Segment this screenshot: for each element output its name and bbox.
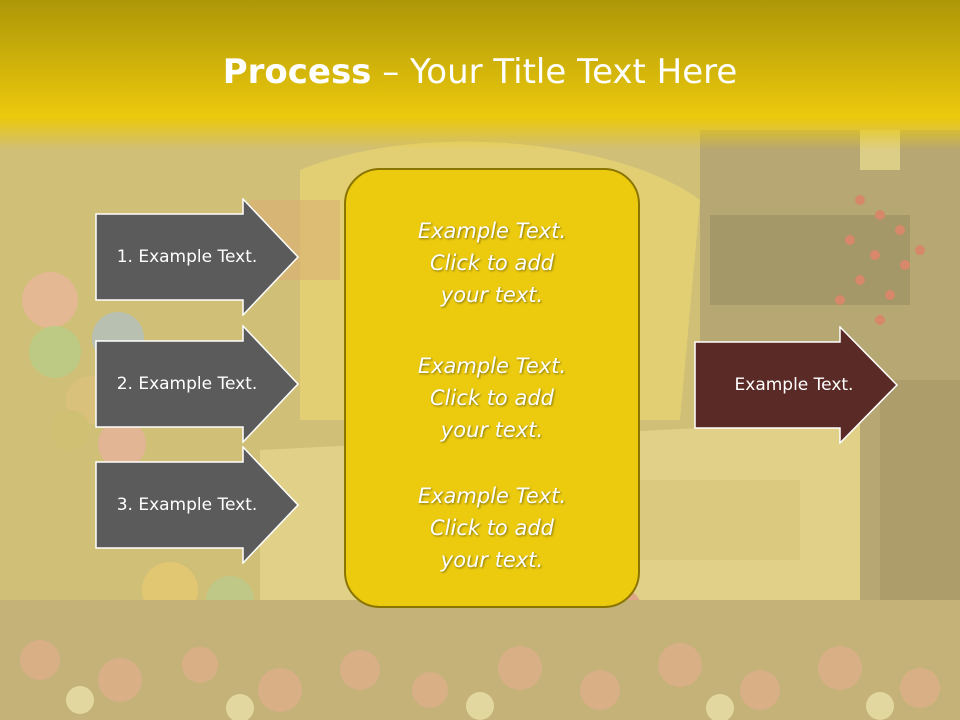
right-arrow-shape-icon — [694, 325, 899, 445]
step-arrow-3[interactable]: 3. Example Text. — [95, 446, 303, 564]
center-text-box[interactable]: Example Text. Click to add your text. Ex… — [344, 168, 640, 608]
block-line-3: your text. — [440, 418, 544, 442]
right-arrow-shape-icon — [95, 446, 300, 564]
center-text-block-1[interactable]: Example Text. Click to add your text. — [346, 215, 638, 311]
right-arrow-shape-icon — [95, 198, 300, 316]
title-rest: – Your Title Text Here — [371, 52, 738, 92]
center-text-block-2[interactable]: Example Text. Click to add your text. — [346, 350, 638, 446]
block-line-2: Click to add — [429, 251, 554, 275]
block-line-3: your text. — [440, 283, 544, 307]
block-line-1: Example Text. — [417, 219, 567, 243]
right-arrow-shape-icon — [95, 325, 300, 443]
block-line-1: Example Text. — [417, 354, 567, 378]
step-label-2: 2. Example Text. — [116, 374, 258, 394]
step-label-3: 3. Example Text. — [116, 495, 258, 515]
output-label: Example Text. — [734, 375, 854, 395]
title-band — [0, 0, 960, 150]
step-arrow-2[interactable]: 2. Example Text. — [95, 325, 303, 443]
block-line-2: Click to add — [429, 516, 554, 540]
output-arrow[interactable]: Example Text. — [694, 325, 900, 445]
step-label-1: 1. Example Text. — [116, 247, 258, 267]
block-line-2: Click to add — [429, 386, 554, 410]
block-line-3: your text. — [440, 548, 544, 572]
slide-title[interactable]: Process – Your Title Text Here — [0, 52, 960, 92]
center-text-block-3[interactable]: Example Text. Click to add your text. — [346, 480, 638, 576]
step-arrow-1[interactable]: 1. Example Text. — [95, 198, 303, 316]
title-bold: Process — [222, 52, 372, 92]
block-line-1: Example Text. — [417, 484, 567, 508]
